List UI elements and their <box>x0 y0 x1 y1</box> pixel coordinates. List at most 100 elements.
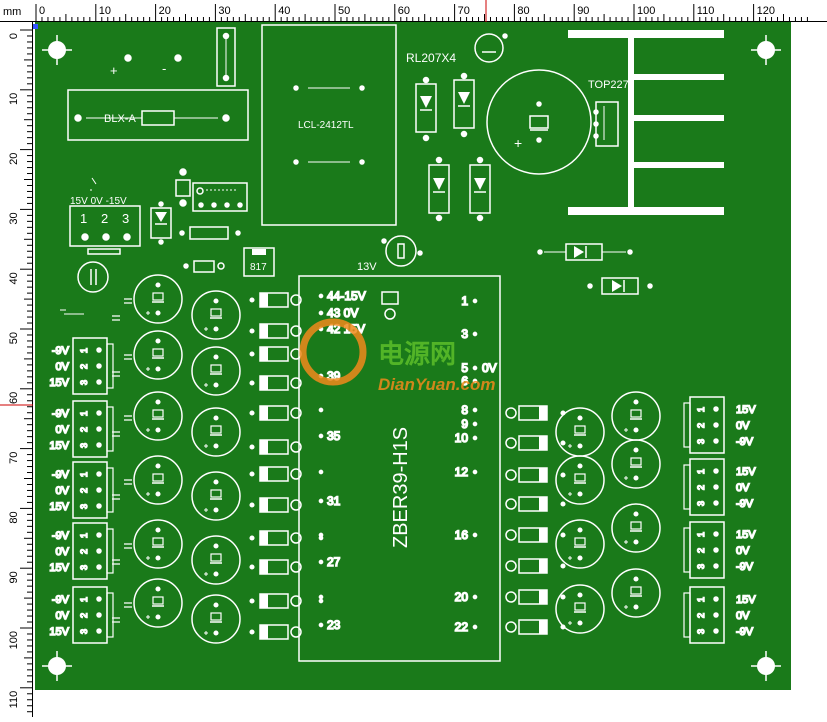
diode-horizontal-1 <box>537 243 633 261</box>
connector-pin-number: 3 <box>79 504 89 509</box>
connector-voltage-label: 0V <box>56 485 70 497</box>
smd-diode <box>249 466 302 482</box>
smd-diode <box>249 593 302 609</box>
rectifier-label: RL207X4 <box>406 51 456 65</box>
connector-voltage-label: -9V <box>736 626 754 638</box>
bridge-diode-1 <box>415 76 437 142</box>
connector-pin-number: 3 <box>696 439 706 444</box>
ic-pin-label-right: 5 <box>461 361 468 375</box>
smd-diode <box>505 527 566 543</box>
connector-voltage-label: 15V <box>49 440 69 452</box>
connector-voltage-label: -9V <box>52 469 70 481</box>
connector-pin-number: 2 <box>79 427 89 432</box>
ruler-tick-label: 0 <box>39 5 45 17</box>
ruler-tick-label: 50 <box>8 332 20 344</box>
connector-voltage-label: 15V <box>736 404 756 416</box>
filter-capacitor <box>611 568 661 618</box>
connector-pin-number: 3 <box>79 443 89 448</box>
ic-pin-pad <box>472 594 478 600</box>
connector-header: 15V 0V -15V <box>70 196 127 207</box>
smd-diode <box>249 497 302 513</box>
connector-pin-number: 1 <box>79 533 89 538</box>
connector-pin-1: 1 <box>80 211 87 226</box>
ruler-tick-label: 50 <box>338 5 350 17</box>
filter-capacitor <box>191 535 241 585</box>
ic-pin-pad <box>318 293 324 299</box>
watermark-en: DianYuan.com <box>378 375 495 394</box>
mount-hole-br <box>751 651 781 681</box>
smd-diode <box>249 375 302 391</box>
ic-pin-pad <box>318 559 324 565</box>
smd-diode <box>249 405 302 421</box>
ic-pin-pad <box>472 469 478 475</box>
ruler-tick-label: 110 <box>697 5 715 17</box>
connector-pin-number: 2 <box>696 423 706 428</box>
connector-pin-number: 2 <box>79 488 89 493</box>
watermark-cn: 电源网 <box>378 339 456 369</box>
connector-voltage-label: 0V <box>56 546 70 558</box>
decoupling-cap <box>124 298 132 304</box>
heatsink: TOP227 <box>568 30 724 215</box>
ic-pin-pad <box>472 435 478 441</box>
connector-voltage-label: -9V <box>736 561 754 573</box>
ic-pin-pad <box>472 407 478 413</box>
input-connector: 15V 0V -15V 1 2 3 <box>69 177 141 255</box>
led-small <box>183 260 225 273</box>
connector-voltage-label: -9V <box>52 594 70 606</box>
ruler-tick-label: 30 <box>8 212 20 224</box>
connector-voltage-label: 0V <box>736 545 750 557</box>
connector-pin-number: 2 <box>79 549 89 554</box>
ic-pin-label-left: 35 <box>327 429 341 443</box>
connector-pin-number: 1 <box>696 407 706 412</box>
mount-hole-tr <box>751 35 781 65</box>
filter-capacitor <box>611 503 661 553</box>
diode-vertical-top <box>216 27 236 87</box>
ic-pin-pad <box>318 469 324 475</box>
smd-diode <box>249 439 302 455</box>
connector-pin-number: 3 <box>79 380 89 385</box>
connector-pin-number: 3 <box>696 564 706 569</box>
ic-pin-pad <box>472 378 478 384</box>
smd-diode <box>249 624 302 640</box>
ic-pin-pad <box>472 532 478 538</box>
ic-pin-pad <box>318 598 324 604</box>
connector-pin-number: 1 <box>696 597 706 602</box>
bulk-capacitor: + <box>486 69 592 175</box>
main-module-outline: ZBER39-H1S <box>298 275 501 662</box>
smd-diode <box>249 559 302 575</box>
connector-pin-number: 1 <box>696 532 706 537</box>
connector-pin-number: 1 <box>79 348 89 353</box>
smd-diode <box>505 589 566 605</box>
ruler-tick-label: 80 <box>8 511 20 523</box>
bridge-diode-3 <box>428 156 450 222</box>
ic-pin-label-left: 23 <box>327 618 341 632</box>
connector-pin-number: 3 <box>696 501 706 506</box>
filter-capacitor <box>555 455 605 505</box>
ruler-tick-label: 90 <box>577 5 589 17</box>
power-plus-label: + <box>110 63 118 78</box>
watermark: 电源网 DianYuan.com <box>299 318 495 394</box>
smd-diode <box>249 530 302 546</box>
decoupling-cap <box>124 602 132 608</box>
filter-capacitor <box>133 274 183 324</box>
decoupling-cap <box>124 479 132 485</box>
smd-diode <box>505 558 566 574</box>
connector-pin-2: 2 <box>101 211 108 226</box>
smd-diode <box>249 346 302 362</box>
power-input: + - <box>110 54 182 78</box>
filter-capacitor <box>133 391 183 441</box>
connector-pin-number: 2 <box>696 485 706 490</box>
connector-pin-number: 2 <box>79 364 89 369</box>
decoupling-cap <box>112 315 120 321</box>
filter-capacitor <box>191 407 241 457</box>
ruler-tick-label: 10 <box>8 93 20 105</box>
ruler-tick-label: 120 <box>757 5 775 17</box>
connector-voltage-label: -9V <box>736 498 754 510</box>
